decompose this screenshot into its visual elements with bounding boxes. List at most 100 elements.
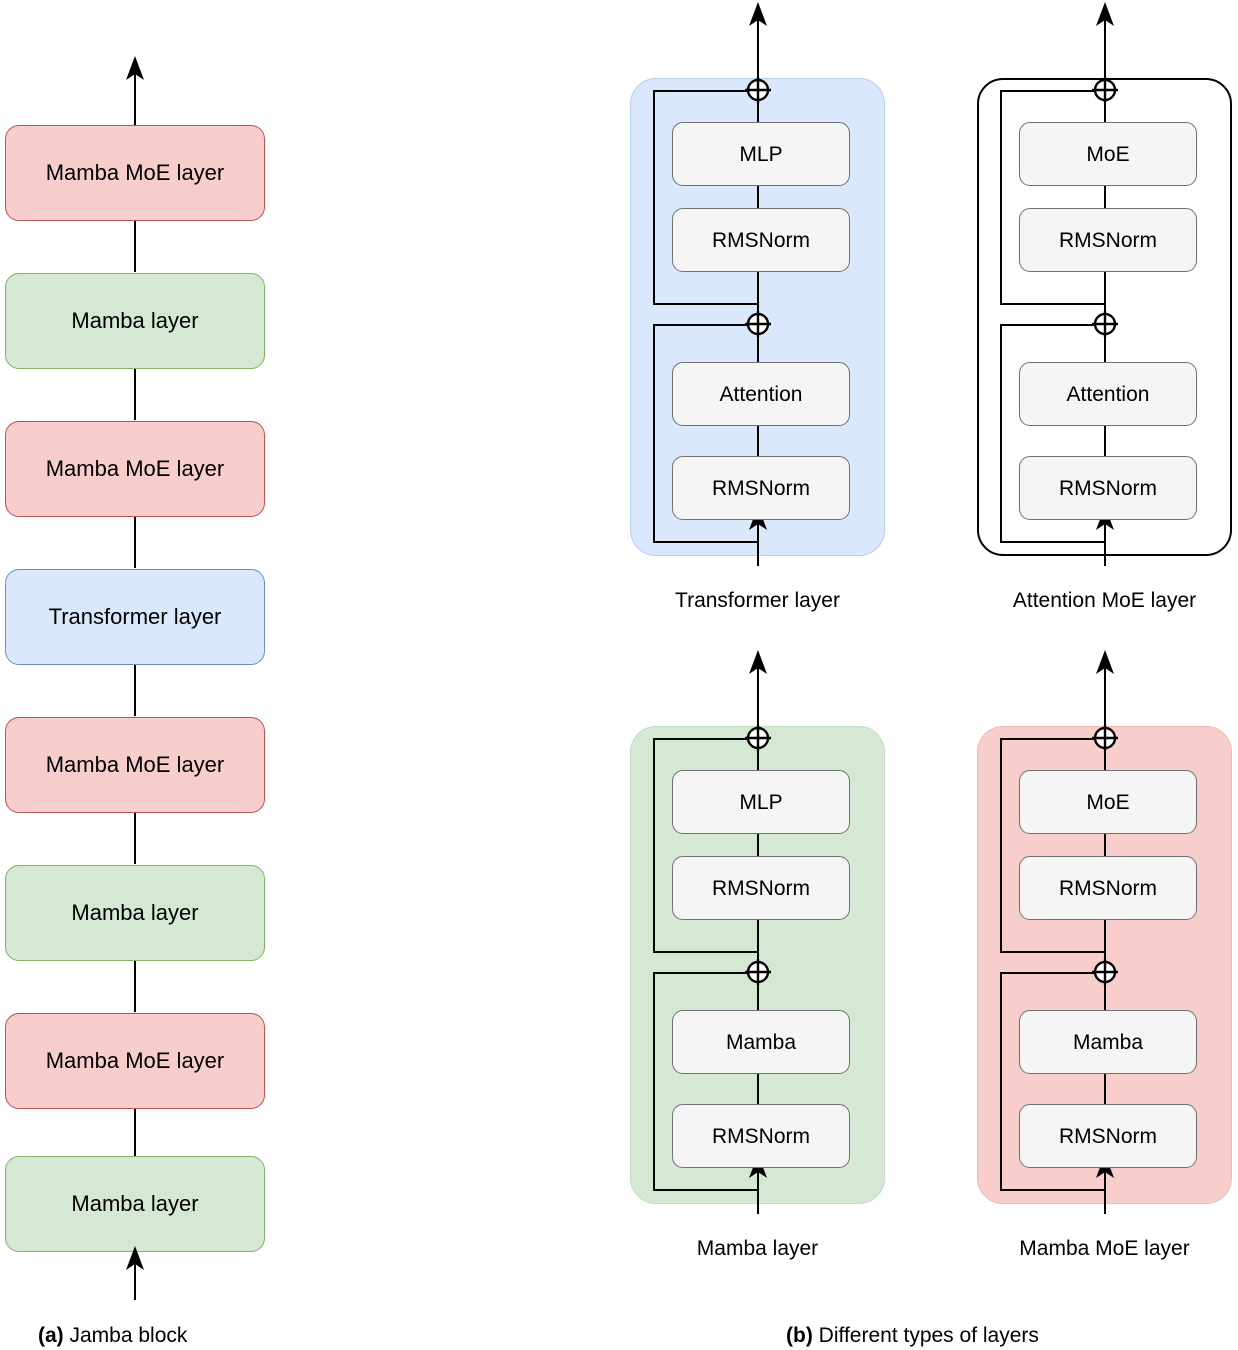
mamba-adder-bottom bbox=[745, 959, 771, 985]
mamba-spine-b bbox=[757, 832, 760, 860]
mamba-block-mlp[interactable]: MLP bbox=[672, 770, 850, 834]
mamba-block-rmsnorm-bottom-label: RMSNorm bbox=[712, 1124, 810, 1148]
attnmoe-output-line bbox=[1104, 8, 1107, 90]
mamba-block-mamba[interactable]: Mamba bbox=[672, 1010, 850, 1074]
transformer-adder-top bbox=[745, 77, 771, 103]
mambamoe-block-moe[interactable]: MoE bbox=[1019, 770, 1197, 834]
mambamoe-block-mamba-label: Mamba bbox=[1072, 1030, 1144, 1054]
jamba-layer-5-label: Mamba layer bbox=[71, 900, 199, 925]
transformer-spine-d bbox=[757, 324, 760, 368]
transformer-output-arrowhead bbox=[749, 2, 767, 26]
mambamoe-residual-1-bottom bbox=[1000, 951, 1106, 954]
mamba-residual-2-top bbox=[653, 972, 759, 975]
mamba-spine-a bbox=[757, 736, 760, 776]
mambamoe-spine-b bbox=[1104, 832, 1107, 860]
jamba-connector-1 bbox=[134, 220, 137, 272]
transformer-block-rmsnorm-bottom-label: RMSNorm bbox=[712, 476, 810, 500]
transformer-panel-caption: Transformer layer bbox=[675, 589, 840, 612]
jamba-layer-2-label: Mamba MoE layer bbox=[45, 456, 225, 481]
mamba-block-rmsnorm-bottom[interactable]: RMSNorm bbox=[672, 1104, 850, 1168]
attnmoe-residual-1-bottom bbox=[1000, 303, 1106, 306]
mambamoe-adder-bottom bbox=[1092, 959, 1118, 985]
transformer-block-mlp-label: MLP bbox=[739, 142, 783, 166]
mamba-residual-1-top bbox=[653, 738, 759, 741]
transformer-block-rmsnorm-top[interactable]: RMSNorm bbox=[672, 208, 850, 272]
transformer-residual-2-top bbox=[653, 324, 759, 327]
jamba-layer-3[interactable]: Transformer layer bbox=[5, 569, 265, 665]
mambamoe-block-mamba[interactable]: Mamba bbox=[1019, 1010, 1197, 1074]
figure-caption-b-tag: (b) bbox=[786, 1324, 813, 1347]
mamba-residual-2-bottom bbox=[653, 1189, 759, 1192]
figure-caption-a-tag: (a) bbox=[38, 1324, 64, 1347]
transformer-residual-1-bottom bbox=[653, 303, 759, 306]
attnmoe-spine-d bbox=[1104, 324, 1107, 368]
jamba-input-arrowhead bbox=[126, 1246, 144, 1270]
jamba-layer-1[interactable]: Mamba layer bbox=[5, 273, 265, 369]
jamba-block-diagram: Mamba MoE layer Mamba layer Mamba MoE la… bbox=[0, 0, 300, 1310]
attnmoe-block-rmsnorm-top[interactable]: RMSNorm bbox=[1019, 208, 1197, 272]
attnmoe-block-attention-label: Attention bbox=[1066, 382, 1150, 406]
mamba-block-rmsnorm-top[interactable]: RMSNorm bbox=[672, 856, 850, 920]
mamba-spine-d bbox=[757, 972, 760, 1016]
mambamoe-spine-a bbox=[1104, 736, 1107, 776]
transformer-residual-2-left bbox=[653, 324, 656, 543]
attnmoe-block-rmsnorm-bottom-label: RMSNorm bbox=[1059, 476, 1157, 500]
mamba-panel-caption: Mamba layer bbox=[696, 1237, 819, 1260]
mambamoe-spine-e bbox=[1104, 1072, 1107, 1108]
transformer-spine-e bbox=[757, 424, 760, 460]
mamba-residual-2-left bbox=[653, 972, 656, 1191]
jamba-layer-0[interactable]: Mamba MoE layer bbox=[5, 125, 265, 221]
jamba-input-line bbox=[134, 1252, 137, 1300]
attnmoe-block-moe[interactable]: MoE bbox=[1019, 122, 1197, 186]
mamba-adder-top bbox=[745, 725, 771, 751]
mambamoe-residual-1-top bbox=[1000, 738, 1106, 741]
transformer-block-attention-label: Attention bbox=[719, 382, 803, 406]
jamba-layer-7-label: Mamba layer bbox=[71, 1191, 199, 1216]
transformer-residual-2-bottom bbox=[653, 541, 759, 544]
transformer-block-rmsnorm-top-label: RMSNorm bbox=[712, 228, 810, 252]
mambamoe-block-rmsnorm-top[interactable]: RMSNorm bbox=[1019, 856, 1197, 920]
attnmoe-residual-2-left bbox=[1000, 324, 1003, 543]
attnmoe-block-rmsnorm-top-label: RMSNorm bbox=[1059, 228, 1157, 252]
figure-caption-b-text: Different types of layers bbox=[812, 1324, 1039, 1347]
mambamoe-block-rmsnorm-bottom-label: RMSNorm bbox=[1059, 1124, 1157, 1148]
jamba-output-line bbox=[134, 62, 137, 130]
jamba-layer-4-label: Mamba MoE layer bbox=[45, 752, 225, 777]
jamba-layer-3-label: Transformer layer bbox=[48, 604, 222, 629]
mamba-residual-1-bottom bbox=[653, 951, 759, 954]
jamba-layer-7[interactable]: Mamba layer bbox=[5, 1156, 265, 1252]
mambamoe-residual-2-left bbox=[1000, 972, 1003, 1191]
jamba-layer-6-label: Mamba MoE layer bbox=[45, 1048, 225, 1073]
jamba-connector-4 bbox=[134, 664, 137, 716]
attnmoe-residual-1-left bbox=[1000, 90, 1003, 305]
mamba-output-arrowhead bbox=[749, 650, 767, 674]
transformer-adder-bottom bbox=[745, 311, 771, 337]
jamba-connector-6 bbox=[134, 960, 137, 1012]
figure-caption-b: (b) Different types of layers bbox=[786, 1325, 1039, 1346]
jamba-layer-2[interactable]: Mamba MoE layer bbox=[5, 421, 265, 517]
mamba-spine-e bbox=[757, 1072, 760, 1108]
mambamoe-block-rmsnorm-bottom[interactable]: RMSNorm bbox=[1019, 1104, 1197, 1168]
transformer-residual-1-top bbox=[653, 90, 759, 93]
mambamoe-block-moe-label: MoE bbox=[1086, 790, 1130, 814]
jamba-layer-5[interactable]: Mamba layer bbox=[5, 865, 265, 961]
attnmoe-block-attention[interactable]: Attention bbox=[1019, 362, 1197, 426]
mamba-block-mlp-label: MLP bbox=[739, 790, 783, 814]
mamba-block-mamba-label: Mamba bbox=[725, 1030, 797, 1054]
attnmoe-spine-b bbox=[1104, 184, 1107, 212]
transformer-spine-b bbox=[757, 184, 760, 212]
transformer-block-rmsnorm-bottom[interactable]: RMSNorm bbox=[672, 456, 850, 520]
mambamoe-residual-2-top bbox=[1000, 972, 1106, 975]
mamba-output-line bbox=[757, 656, 760, 738]
mambamoe-spine-d bbox=[1104, 972, 1107, 1016]
attnmoe-spine-a bbox=[1104, 88, 1107, 128]
mambamoe-residual-1-left bbox=[1000, 738, 1003, 953]
attnmoe-block-rmsnorm-bottom[interactable]: RMSNorm bbox=[1019, 456, 1197, 520]
jamba-layer-6[interactable]: Mamba MoE layer bbox=[5, 1013, 265, 1109]
transformer-spine-a bbox=[757, 88, 760, 128]
mambamoe-residual-2-bottom bbox=[1000, 1189, 1106, 1192]
jamba-layer-4[interactable]: Mamba MoE layer bbox=[5, 717, 265, 813]
transformer-block-mlp[interactable]: MLP bbox=[672, 122, 850, 186]
transformer-block-attention[interactable]: Attention bbox=[672, 362, 850, 426]
mambamoe-output-arrowhead bbox=[1096, 650, 1114, 674]
